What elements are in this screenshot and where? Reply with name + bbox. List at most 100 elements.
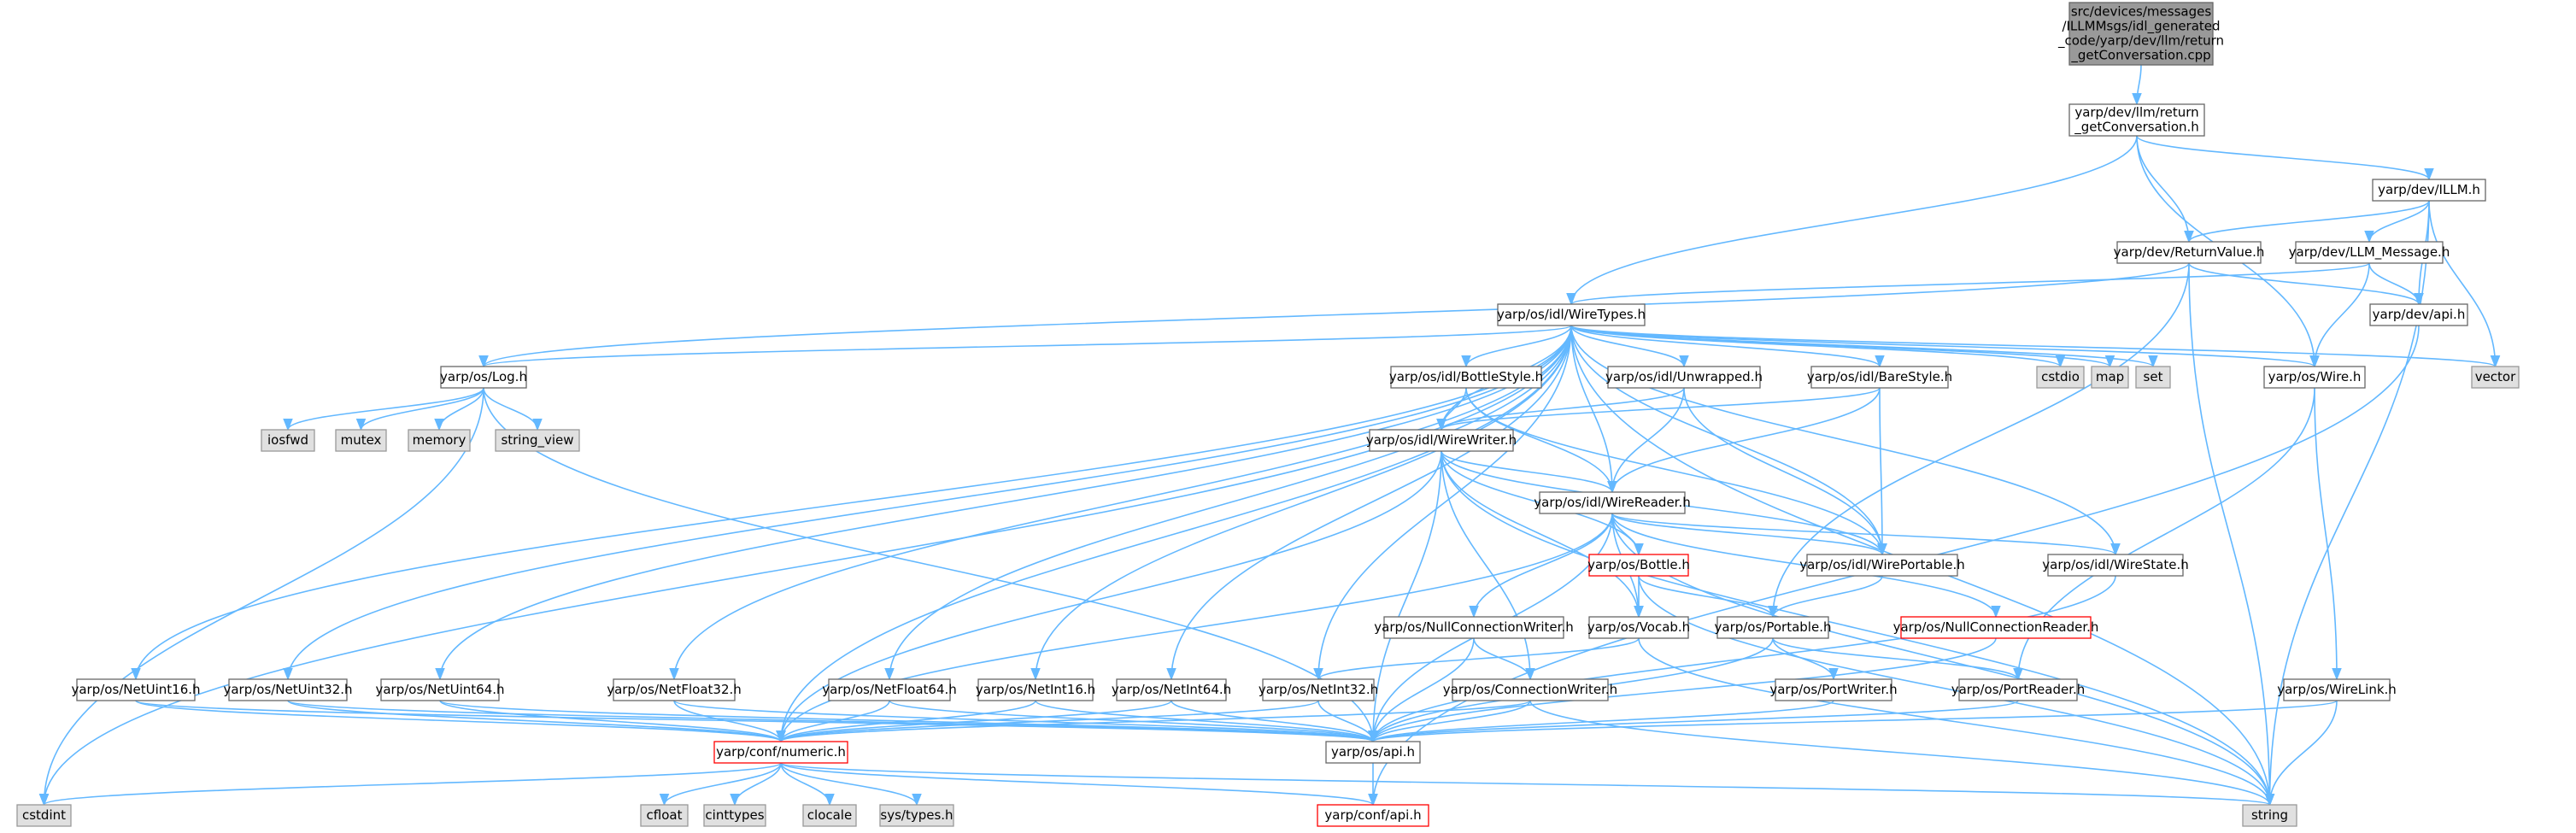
node-unwrapped[interactable]: yarp/os/idl/Unwrapped.h bbox=[1605, 366, 1763, 389]
node-label: yarp/os/Log.h bbox=[440, 369, 527, 384]
node-box bbox=[2091, 366, 2129, 389]
edge-wiretypes-to-netuint32 bbox=[283, 325, 1572, 681]
node-box bbox=[16, 804, 72, 827]
edge-barestyle-to-wirewriter bbox=[1436, 387, 1881, 431]
node-netuint32[interactable]: yarp/os/NetUint32.h bbox=[223, 678, 353, 701]
node-netint16[interactable]: yarp/os/NetInt16.h bbox=[976, 678, 1095, 701]
node-box bbox=[1588, 616, 1689, 639]
node-connwriter[interactable]: yarp/os/ConnectionWriter.h bbox=[1443, 678, 1617, 701]
edge-netint16-to-osapi bbox=[1035, 700, 1378, 743]
node-wirereader[interactable]: yarp/os/idl/WireReader.h bbox=[1534, 491, 1691, 514]
node-label: yarp/os/NetInt32.h bbox=[1259, 682, 1378, 697]
edge-numeric-to-confapi bbox=[780, 762, 1378, 807]
node-label: iosfwd bbox=[267, 432, 308, 448]
edge-wirereader-to-wireportable bbox=[1611, 513, 1887, 556]
node-box bbox=[1607, 366, 1761, 389]
edge-wirewriter-to-osapi bbox=[1368, 450, 1442, 743]
edge-portable-to-portwriter bbox=[1772, 637, 1839, 681]
node-retval[interactable]: yarp/dev/ReturnValue.h bbox=[2114, 241, 2265, 264]
node-label: yarp/os/api.h bbox=[1331, 744, 1415, 760]
node-netuint64[interactable]: yarp/os/NetUint64.h bbox=[375, 678, 505, 701]
node-box bbox=[408, 429, 471, 452]
node-label: _code/yarp/dev/llm/return bbox=[2057, 33, 2224, 50]
node-barestyle[interactable]: yarp/os/idl/BareStyle.h bbox=[1807, 366, 1952, 389]
node-log[interactable]: yarp/os/Log.h bbox=[440, 366, 527, 389]
edge-log-to-cstdint bbox=[38, 387, 484, 807]
node-llmmsg[interactable]: yarp/dev/LLM_Message.h bbox=[2289, 241, 2450, 264]
node-box bbox=[1539, 491, 1686, 514]
node-osapi[interactable]: yarp/os/api.h bbox=[1325, 741, 1421, 764]
edge-numeric-to-clocale bbox=[780, 762, 835, 807]
node-nullconnreader[interactable]: yarp/os/NullConnectionReader.h bbox=[1893, 616, 2099, 639]
node-box bbox=[828, 678, 951, 701]
edge-wirewriter-to-string bbox=[1441, 450, 2275, 807]
node-label: string bbox=[2251, 807, 2288, 823]
node-portwriter[interactable]: yarp/os/PortWriter.h bbox=[1769, 678, 1898, 701]
edge-wiretypes-to-cstdint bbox=[38, 325, 1572, 807]
node-retconv_h[interactable]: yarp/dev/llm/return_getConversation.h bbox=[2068, 103, 2205, 137]
node-box bbox=[1900, 616, 2092, 639]
edge-log-to-memory bbox=[434, 387, 484, 431]
node-netint32[interactable]: yarp/os/NetInt32.h bbox=[1259, 678, 1378, 701]
node-label: src/devices/messages bbox=[2071, 4, 2212, 20]
edge-wiretypes-to-netint32 bbox=[1313, 325, 1572, 681]
node-label: memory bbox=[413, 432, 466, 448]
node-label: yarp/os/idl/BareStyle.h bbox=[1807, 369, 1952, 384]
node-box bbox=[380, 678, 500, 701]
node-label: yarp/os/NetFloat64.h bbox=[822, 682, 957, 697]
node-box bbox=[76, 678, 196, 701]
edge-numeric-to-cstdint bbox=[39, 762, 782, 807]
node-devapi[interactable]: yarp/dev/api.h bbox=[2369, 303, 2468, 326]
node-label: _getConversation.h bbox=[2074, 120, 2199, 136]
node-bottle[interactable]: yarp/os/Bottle.h bbox=[1587, 554, 1690, 577]
node-wirestate[interactable]: yarp/os/idl/WireState.h bbox=[2042, 554, 2189, 577]
node-label: set bbox=[2144, 369, 2163, 384]
node-wireportable[interactable]: yarp/os/idl/WirePortable.h bbox=[1799, 554, 1965, 577]
edge-illm-to-retval bbox=[2184, 200, 2430, 243]
node-netfloat32[interactable]: yarp/os/NetFloat32.h bbox=[607, 678, 742, 701]
node-box bbox=[1497, 303, 1646, 326]
edge-wiretypes-to-netint64 bbox=[1166, 325, 1572, 681]
node-wirewriter[interactable]: yarp/os/idl/WireWriter.h bbox=[1366, 429, 1517, 452]
node-root[interactable]: src/devices/messages/ILLMMsgs/idl_genera… bbox=[2057, 2, 2224, 66]
edge-log-to-string_view bbox=[483, 387, 543, 431]
edge-illm-to-vector bbox=[2428, 200, 2501, 368]
node-label: string_view bbox=[501, 432, 573, 449]
node-clocale: clocale bbox=[802, 804, 857, 827]
node-box bbox=[1806, 554, 1958, 577]
node-box bbox=[2263, 366, 2366, 389]
node-illm[interactable]: yarp/dev/ILLM.h bbox=[2372, 179, 2486, 202]
node-label: yarp/os/idl/WireReader.h bbox=[1534, 495, 1691, 510]
node-netuint16[interactable]: yarp/os/NetUint16.h bbox=[71, 678, 201, 701]
node-netfloat64[interactable]: yarp/os/NetFloat64.h bbox=[822, 678, 957, 701]
node-oswire[interactable]: yarp/os/Wire.h bbox=[2263, 366, 2366, 389]
node-box bbox=[2036, 366, 2085, 389]
node-label: vector bbox=[2475, 369, 2516, 384]
node-systypes: sys/types.h bbox=[879, 804, 954, 827]
node-vocab[interactable]: yarp/os/Vocab.h bbox=[1587, 616, 1690, 639]
edge-root-to-retconv_h bbox=[2132, 64, 2142, 106]
node-nullconnwriter[interactable]: yarp/os/NullConnectionWriter.h bbox=[1374, 616, 1574, 639]
node-label: yarp/os/idl/WireWriter.h bbox=[1366, 432, 1517, 448]
edge-wiretypes-to-set bbox=[1570, 325, 2158, 368]
node-wiretypes[interactable]: yarp/os/idl/WireTypes.h bbox=[1497, 303, 1646, 326]
node-portreader[interactable]: yarp/os/PortReader.h bbox=[1951, 678, 2086, 701]
node-label: yarp/os/Wire.h bbox=[2268, 369, 2362, 384]
edge-wiretypes-to-unwrapped bbox=[1570, 325, 1689, 368]
node-numeric[interactable]: yarp/conf/numeric.h bbox=[713, 741, 848, 764]
node-box bbox=[1810, 366, 1949, 389]
node-portable[interactable]: yarp/os/Portable.h bbox=[1715, 616, 1832, 639]
node-box bbox=[2068, 2, 2214, 66]
node-bottlestyle[interactable]: yarp/os/idl/BottleStyle.h bbox=[1389, 366, 1543, 389]
node-netint64[interactable]: yarp/os/NetInt64.h bbox=[1112, 678, 1231, 701]
edge-numeric-to-cinttypes bbox=[730, 762, 782, 807]
edge-wirelink-to-string bbox=[2264, 700, 2338, 807]
node-wirelink[interactable]: yarp/os/WireLink.h bbox=[2277, 678, 2397, 701]
node-confapi[interactable]: yarp/conf/api.h bbox=[1317, 804, 1429, 827]
edge-wirewriter-to-vocab bbox=[1441, 450, 1644, 619]
edge-oswire-to-wirelink bbox=[2314, 387, 2342, 681]
edge-wiretypes-to-oswire bbox=[1570, 325, 2320, 368]
node-label: mutex bbox=[341, 432, 382, 448]
node-cinttypes: cinttypes bbox=[703, 804, 766, 827]
edge-bottle-to-string bbox=[1638, 575, 2275, 807]
